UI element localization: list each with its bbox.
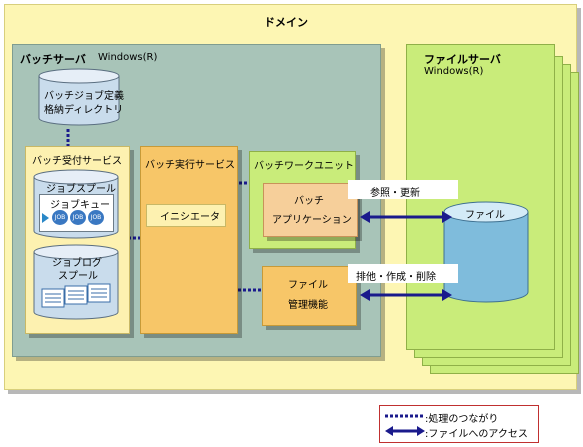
- job-def-dir-line1: バッチジョブ定義: [44, 91, 124, 102]
- app-line1: バッチ: [294, 196, 324, 207]
- file-cylinder: [443, 201, 529, 303]
- reception-title: バッチ受付サービス: [32, 156, 122, 167]
- legend-box: [379, 405, 539, 443]
- file-mgmt-line2: 管理機能: [288, 300, 328, 311]
- log-documents-icon: [41, 283, 111, 308]
- file-server-name: ファイルサーバ: [424, 53, 501, 66]
- job-token-2: JOB: [70, 210, 86, 225]
- file-server-os: Windows(R): [424, 66, 484, 77]
- job-queue-arrow-icon: [42, 213, 49, 223]
- legend-file-access: :ファイルへのアクセス: [425, 429, 528, 440]
- batch-server-name: バッチサーバ: [20, 53, 86, 66]
- work-unit-title: バッチワークユニット: [254, 161, 354, 172]
- job-queue-label: ジョブキュー: [50, 200, 110, 211]
- initiator-box: [146, 204, 226, 227]
- job-token-3: JOB: [88, 210, 104, 225]
- job-token-1: JOB: [52, 210, 68, 225]
- job-token-1-label: JOB: [54, 214, 66, 221]
- file-mgmt-line1: ファイル: [288, 280, 328, 291]
- file-label: ファイル: [465, 210, 505, 221]
- job-token-2-label: JOB: [72, 214, 84, 221]
- job-token-3-label: JOB: [90, 214, 102, 221]
- domain-title: ドメイン: [264, 16, 308, 29]
- log-spool-line1: ジョブログ: [52, 258, 102, 269]
- initiator-label: イニシエータ: [160, 212, 220, 223]
- execution-title: バッチ実行サービス: [145, 160, 235, 171]
- job-def-dir-line2: 格納ディレクトリ: [44, 105, 124, 116]
- app-line2: アプリケーション: [272, 215, 352, 226]
- exclusive-label: 排他・作成・削除: [356, 272, 436, 283]
- batch-execution-service: [140, 146, 238, 334]
- legend-swatches: [385, 414, 425, 436]
- ref-update-label: 参照・更新: [370, 188, 420, 199]
- file-management-box: [262, 266, 357, 326]
- job-definition-directory-cylinder: [38, 68, 120, 126]
- batch-application-box: [263, 183, 358, 237]
- job-spool-label: ジョブスプール: [46, 184, 116, 195]
- exclusive-label-box: [348, 264, 458, 283]
- batch-server-os: Windows(R): [98, 52, 158, 63]
- legend-process-link: :処理のつながり: [425, 414, 499, 425]
- ref-update-label-box: [348, 180, 458, 199]
- log-spool-line2: スプール: [58, 271, 98, 282]
